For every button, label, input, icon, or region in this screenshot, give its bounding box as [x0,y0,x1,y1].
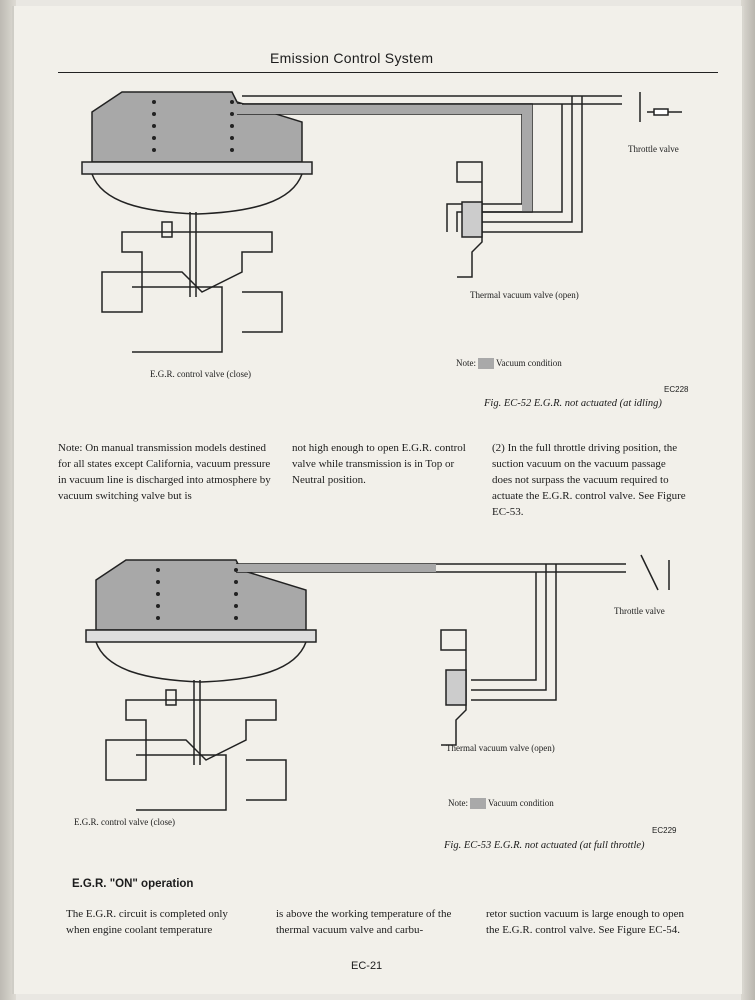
figure-caption-1: Fig. EC-52 E.G.R. not actuated (at idlin… [484,398,662,409]
binding-edge-left [0,0,16,1000]
page-edge-right [741,0,755,1000]
page-number: EC-21 [351,960,383,972]
section-column-3: retor suction vacuum is large enough to … [486,908,685,936]
body-column-3: (2) In the full throttle driving positio… [492,442,686,518]
thermal-valve-label-1: Thermal vacuum valve (open) [470,290,579,300]
page-header: Emission Control System [270,50,434,66]
thermal-valve-label-2: Thermal vacuum valve (open) [446,743,555,753]
egr-valve-label-2: E.G.R. control valve (close) [74,817,175,827]
throttle-valve-label-1: Throttle valve [628,144,679,154]
figure-code-1: EC228 [664,385,689,394]
header-rule [58,72,718,73]
legend-note-2: Note:Vacuum condition [448,798,554,810]
note-column-2: not high enough to open E.G.R. control v… [292,442,466,486]
legend-note-1: Note:Vacuum condition [456,358,562,370]
egr-diagram-idling [81,91,682,353]
vacuum-swatch [470,798,486,810]
note-column-1: Note: On manual transmission models dest… [58,442,271,502]
section-column-2: is above the working temperature of the … [276,908,452,936]
vacuum-swatch [478,358,494,370]
egr-diagram-full-throttle [85,554,670,811]
figure-caption-2: Fig. EC-53 E.G.R. not actuated (at full … [444,840,645,851]
section-title: E.G.R. "ON" operation [72,878,194,890]
section-column-1: The E.G.R. circuit is completed only whe… [66,908,228,936]
throttle-valve-label-2: Throttle valve [614,606,665,616]
egr-valve-label-1: E.G.R. control valve (close) [150,369,251,379]
figure-code-2: EC229 [652,826,677,835]
